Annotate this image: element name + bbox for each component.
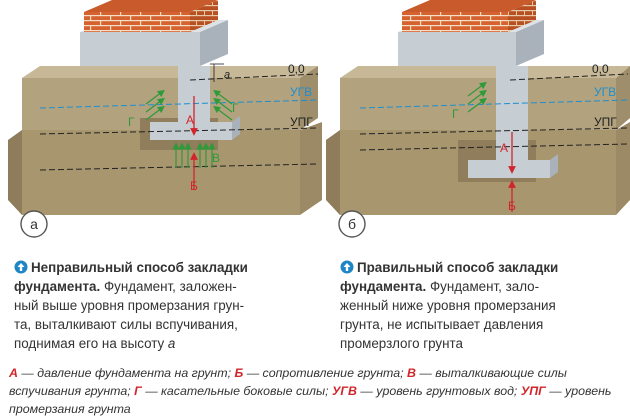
level-line-lower	[39, 163, 319, 171]
foundation-footing-b	[468, 160, 550, 178]
arrows-force-g-right	[213, 89, 233, 121]
level-line-zero-b	[509, 73, 629, 81]
legend-text-ugv: — уровень грунтовых вод;	[356, 384, 521, 398]
soil-left-edge	[8, 130, 22, 215]
foundation-illustrations: 0,0 УГВ УПГ а А Б В Г	[8, 0, 630, 238]
foundation-column-b	[496, 66, 528, 160]
brick-wall-front-b	[402, 12, 508, 32]
legend-key-a: А	[9, 366, 18, 380]
legend-text-a: — давление фундамента на грунт;	[17, 366, 235, 380]
caption-b: Правильный способ закладки фундамента. Ф…	[340, 258, 610, 353]
legend-text-b: — сопротивление грунта;	[243, 366, 407, 380]
label-ugv: УГВ	[290, 85, 312, 99]
arrows-force-v	[172, 142, 216, 168]
legend-key-ugv: УГВ	[332, 384, 357, 398]
caption-a-tail: а	[167, 336, 176, 351]
foundation-strip-b	[398, 32, 516, 66]
caption-b-bold: Правильный способ закладки фундамента.	[340, 260, 559, 294]
caption-a-line-3: та, выталкивают силы вспучивания,	[14, 317, 238, 332]
info-arrow-icon	[340, 260, 354, 274]
caption-a-line-1: Фундамент, заложен-	[103, 279, 237, 294]
label-zero-b: 0,0	[592, 62, 609, 76]
badge-b	[338, 210, 366, 238]
arrows-force-g-b	[467, 81, 487, 113]
label-force-g-left: Г	[128, 115, 135, 129]
brick-wall-front	[84, 12, 190, 32]
legend: А — давление фундамента на грунт; Б — со…	[9, 364, 624, 418]
badge-b-label: б	[348, 216, 356, 232]
badge-a	[20, 210, 48, 238]
diagram-a: 0,0 УГВ УПГ а А Б В Г	[8, 0, 322, 238]
label-zero: 0,0	[288, 62, 305, 76]
caption-b-line-3: грунта, не испытывает давления	[340, 317, 544, 332]
brick-wall-top	[84, 0, 218, 12]
brick-wall-side	[190, 0, 218, 32]
label-upg: УПГ	[290, 115, 313, 129]
caption-a-line-4: поднимая его на высоту	[14, 336, 168, 351]
level-line-upg	[39, 127, 319, 135]
label-ugv-b: УГВ	[594, 85, 616, 99]
label-force-a-b: А	[500, 141, 508, 155]
label-force-v: В	[212, 151, 220, 165]
footing-side	[232, 116, 240, 140]
label-force-g-right: Г	[232, 101, 239, 115]
caption-b-line-1: Фундамент, зало-	[429, 279, 540, 294]
caption-a-line-2: ный выше уровня промерзания грун-	[14, 298, 245, 313]
legend-text-upg: — уровень промерзания грунта	[9, 384, 612, 416]
soil-upper-side	[300, 66, 318, 130]
foundation-strip-side	[200, 20, 228, 66]
label-force-b-b: Б	[508, 199, 516, 213]
caption-b-line-4: промерзлого грунта	[340, 336, 463, 351]
arrows-force-g-left	[145, 89, 165, 121]
caption-a: Неправильный способ закладки фундамента.…	[14, 258, 306, 353]
label-upg-b: УПГ	[594, 115, 617, 129]
label-height-a: а	[224, 69, 230, 81]
soil-left-edge-b	[326, 130, 340, 215]
soil-top-surface-b	[340, 66, 630, 78]
info-arrow-icon	[14, 260, 28, 274]
label-force-b: Б	[190, 179, 198, 193]
caption-b-line-2: женный ниже уровня промерзания	[340, 298, 556, 313]
badge-a-label: а	[30, 216, 38, 232]
legend-key-g: Г	[134, 384, 142, 398]
foundation-column	[178, 66, 210, 122]
level-line-ugv	[39, 99, 319, 109]
label-force-a: А	[186, 113, 194, 127]
foundation-strip	[80, 32, 200, 66]
soil-upper-side-b	[616, 66, 630, 130]
soil-lower-front	[22, 130, 300, 215]
diagram-b: 0,0 УГВ УПГ А Б Г б	[326, 0, 630, 238]
label-force-g-b: Г	[452, 107, 459, 121]
legend-key-v: В	[406, 366, 416, 380]
caption-a-bold: Неправильный способ закладки фундамента.	[14, 260, 248, 294]
legend-text-v: — выталкивающие силы вспучивания грунта;	[9, 366, 567, 398]
legend-text-g: — касательные боковые силы;	[141, 384, 333, 398]
legend-key-b: Б	[234, 366, 244, 380]
soil-top-surface	[22, 66, 318, 78]
legend-key-upg: УПГ	[520, 384, 546, 398]
level-line-zero	[189, 73, 319, 81]
